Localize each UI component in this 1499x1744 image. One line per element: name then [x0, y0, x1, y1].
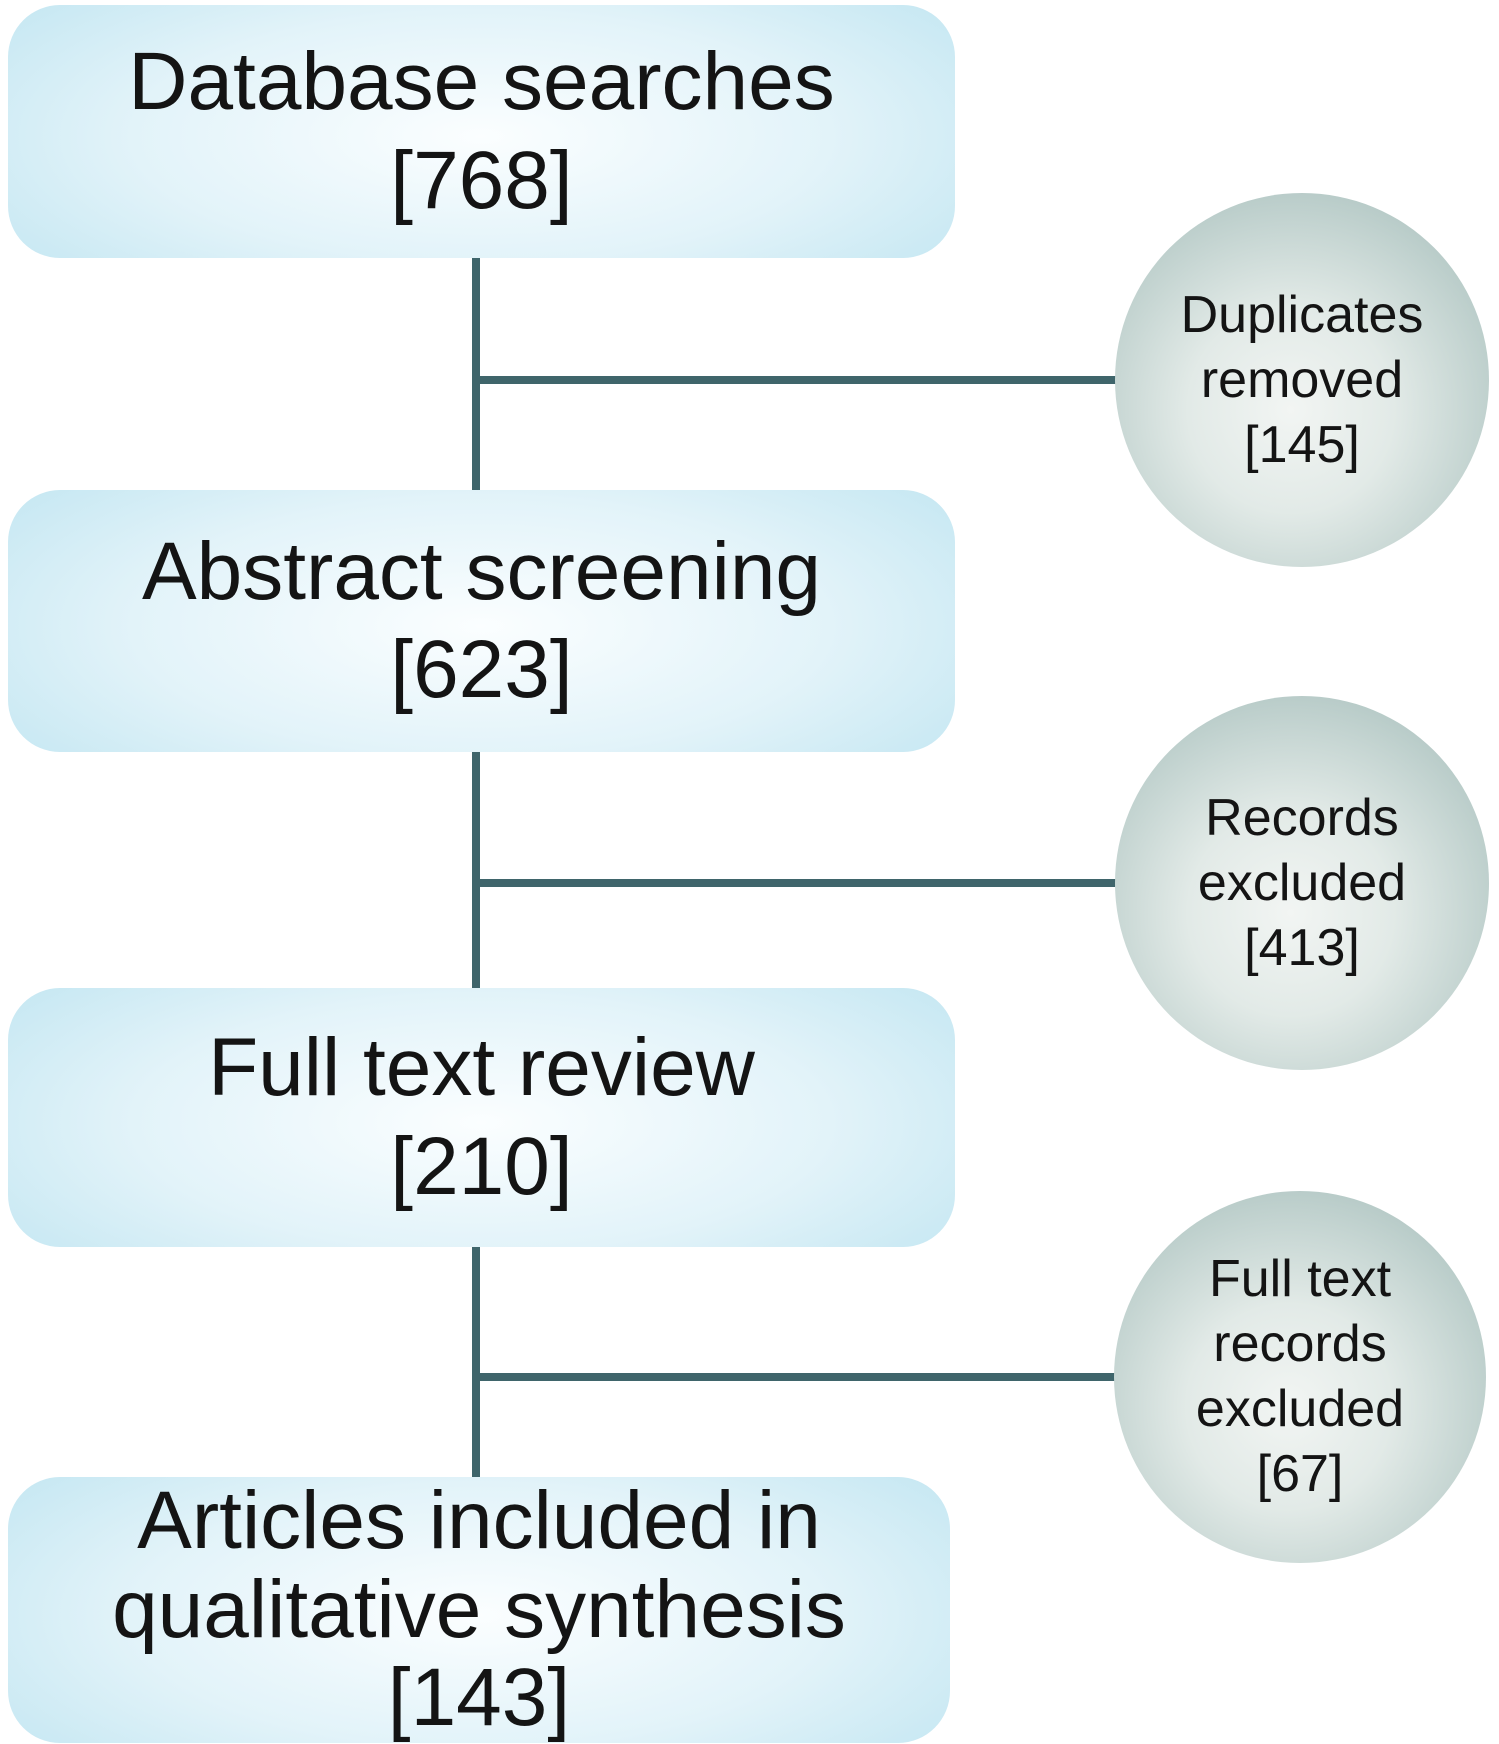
flow-box-abstract-screening: Abstract screening [623] [8, 490, 955, 752]
box-count: [210] [390, 1120, 573, 1212]
circle-count: [145] [1244, 415, 1360, 474]
circle-label-line2: records [1213, 1315, 1387, 1373]
circle-label-line2: excluded [1197, 853, 1407, 912]
exclusion-circle-duplicates-removed-text: Duplicates removed [145] [1181, 283, 1424, 478]
box-count: [623] [390, 624, 573, 715]
circle-count: [67] [1256, 1445, 1344, 1503]
box-label-line1: Articles included in [137, 1477, 821, 1567]
circle-label-line2: removed [1200, 350, 1404, 409]
exclusion-circle-records-excluded-text: Records excluded [413] [1198, 786, 1406, 981]
flow-box-articles-included: Articles included in qualitative synthes… [8, 1477, 950, 1743]
box-label-line2: qualitative synthesis [112, 1563, 846, 1655]
flow-box-database-searches-text: Database searches [768] [128, 33, 835, 230]
circle-label-line3: excluded [1195, 1380, 1405, 1438]
connector-branch-duplicates [476, 376, 1118, 384]
box-label: Database searches [128, 36, 835, 128]
connector-branch-records-excluded [476, 879, 1117, 887]
exclusion-circle-duplicates-removed: Duplicates removed [145] [1115, 193, 1489, 567]
connector-branch-full-text-excluded [476, 1373, 1116, 1381]
box-label: Full text review [208, 1022, 755, 1114]
circle-label-line1: Duplicates [1180, 285, 1424, 344]
flow-box-full-text-review-text: Full text review [210] [208, 1019, 755, 1216]
flow-box-database-searches: Database searches [768] [8, 5, 955, 258]
box-count: [143] [387, 1652, 571, 1743]
flow-box-abstract-screening-text: Abstract screening [623] [142, 523, 821, 720]
connector-vertical-2 [472, 750, 480, 990]
connector-vertical-3 [472, 1245, 480, 1479]
box-count: [768] [390, 134, 573, 226]
exclusion-circle-records-excluded: Records excluded [413] [1115, 696, 1489, 1070]
circle-label-line1: Full text [1208, 1250, 1392, 1308]
flow-box-articles-included-text: Articles included in qualitative synthes… [112, 1477, 846, 1743]
exclusion-circle-full-text-excluded-text: Full text records excluded [67] [1196, 1247, 1404, 1507]
flow-box-full-text-review: Full text review [210] [8, 988, 955, 1247]
exclusion-circle-full-text-excluded: Full text records excluded [67] [1114, 1191, 1486, 1563]
circle-label-line1: Records [1205, 788, 1399, 847]
connector-vertical-1 [472, 258, 480, 492]
box-label: Abstract screening [141, 525, 822, 617]
circle-count: [413] [1244, 918, 1360, 977]
